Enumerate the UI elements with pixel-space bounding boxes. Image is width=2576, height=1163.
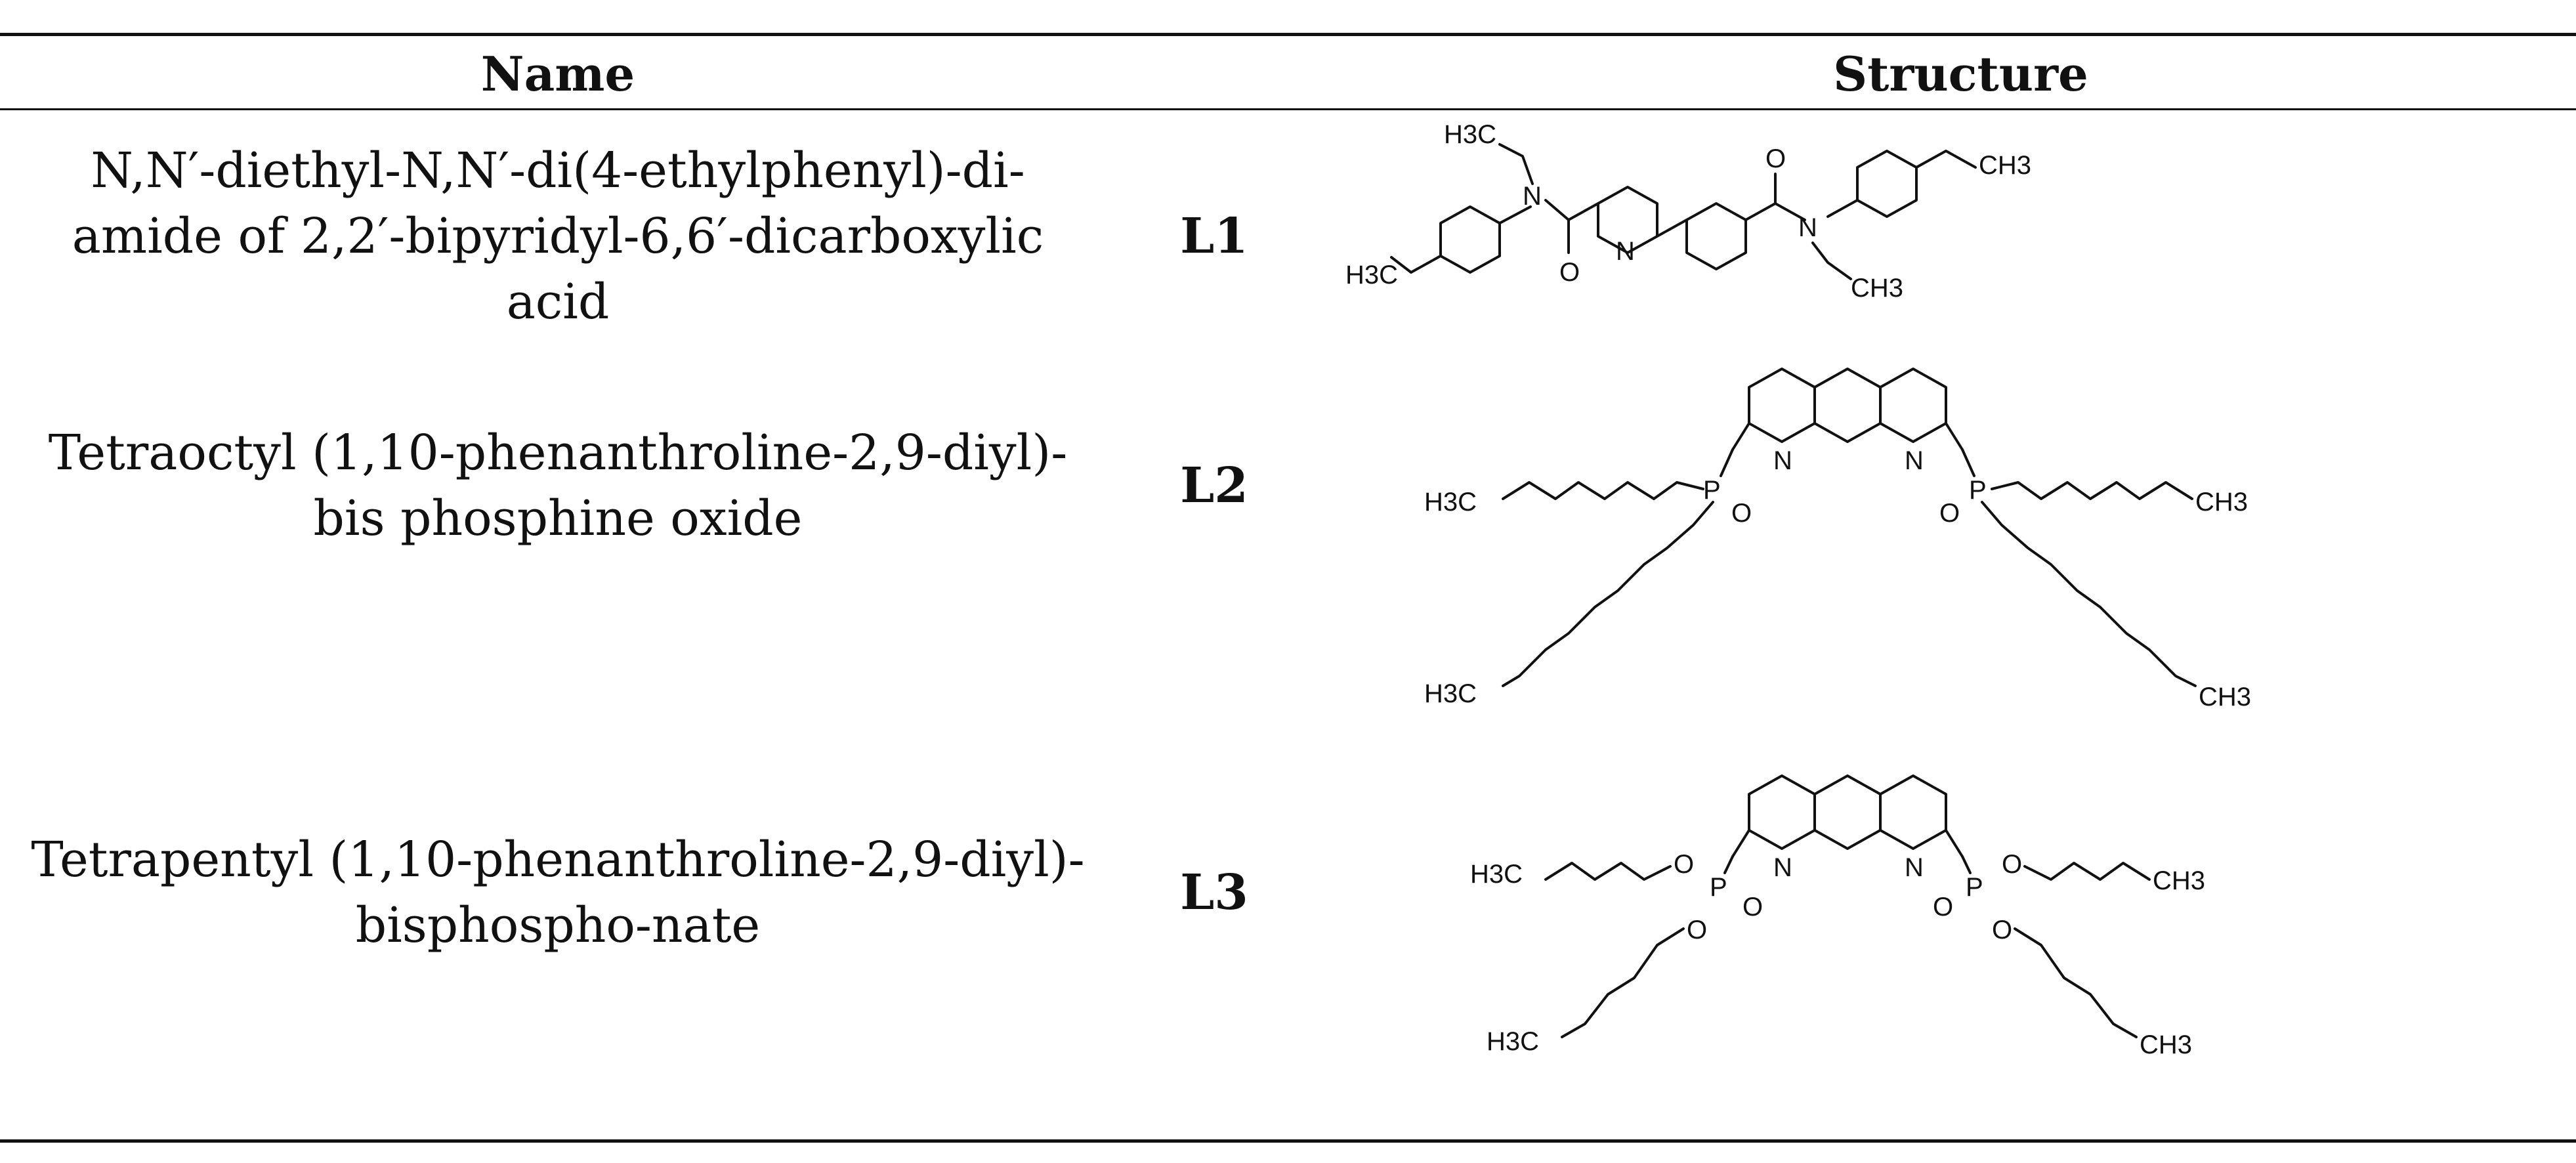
name-line: N,N′-diethyl-N,N′-di(4-ethylphenyl)-di- xyxy=(91,142,1025,199)
atom-label: CH3 xyxy=(2195,488,2248,517)
name-line: Tetrapentyl (1,10-phenanthroline-2,9-diy… xyxy=(31,832,1085,888)
atom-label: O xyxy=(1674,850,1694,879)
table-top-rule xyxy=(0,33,2576,36)
atom-label: H3C xyxy=(1487,1027,1539,1056)
atom-label: CH3 xyxy=(2153,866,2205,895)
atom-label: H3C xyxy=(1470,860,1523,889)
atom-label: P xyxy=(1710,873,1727,902)
atom-label: O xyxy=(1687,916,1707,944)
atom-label: N xyxy=(1905,446,1924,475)
name-line: Tetraoctyl (1,10-phenanthroline-2,9-diyl… xyxy=(48,425,1068,481)
column-header-structure: Structure xyxy=(1833,46,2088,102)
header-rule xyxy=(0,108,2576,110)
atom-label: P xyxy=(1969,476,1987,505)
atom-label: O xyxy=(1992,916,2012,944)
column-header-name: Name xyxy=(480,46,635,102)
atom-label: O xyxy=(1765,144,1786,173)
name-line: acid xyxy=(506,274,610,330)
table-row-l1: N,N′-diethyl-N,N′-di(4-ethylphenyl)-di- … xyxy=(0,112,2576,361)
compound-id-l2: L2 xyxy=(1180,457,1248,514)
atom-label: H3C xyxy=(1424,679,1477,708)
atom-label: N xyxy=(1616,237,1635,266)
structure-diagram-l1: H3C N H3C O N O N CH3 CH3 xyxy=(1345,120,2031,303)
name-line: bisphospho-nate xyxy=(355,897,761,954)
compound-id-l1: L1 xyxy=(1180,208,1248,264)
atom-label: CH3 xyxy=(2199,683,2251,711)
table-bottom-rule xyxy=(0,1139,2576,1143)
atom-label: H3C xyxy=(1444,120,1496,149)
atom-label: CH3 xyxy=(2140,1030,2192,1059)
compound-name-l3: Tetrapentyl (1,10-phenanthroline-2,9-diy… xyxy=(0,768,1116,1017)
atom-label: N xyxy=(1523,182,1542,211)
compound-name-l1: N,N′-diethyl-N,N′-di(4-ethylphenyl)-di- … xyxy=(0,112,1116,361)
structure-l1: H3C N H3C O N O N CH3 CH3 xyxy=(1345,112,2576,361)
name-line: bis phosphine oxide xyxy=(313,490,803,547)
compound-id-l3: L3 xyxy=(1180,864,1248,921)
atom-label: N xyxy=(1798,213,1817,242)
atom-label: P xyxy=(1703,476,1721,505)
atom-label: CH3 xyxy=(1979,151,2031,180)
atom-label: O xyxy=(1731,499,1752,528)
compound-name-l2: Tetraoctyl (1,10-phenanthroline-2,9-diyl… xyxy=(0,361,1116,610)
atom-label: O xyxy=(1742,893,1763,921)
name-line: amide of 2,2′-bipyridyl-6,6′-dicarboxyli… xyxy=(72,208,1044,264)
atom-label: N xyxy=(1773,853,1792,882)
structure-diagram-l3: N N P O O H3C O H3C P O O CH3 O CH3 xyxy=(1470,774,2205,1059)
structure-l2: N N P O H3C H3C P O CH3 CH3 xyxy=(1345,361,2576,768)
atom-label: O xyxy=(1559,258,1580,287)
table-row-l3: Tetrapentyl (1,10-phenanthroline-2,9-diy… xyxy=(0,768,2576,1135)
structure-diagram-l2: N N P O H3C H3C P O CH3 CH3 xyxy=(1424,368,2251,711)
atom-label: H3C xyxy=(1345,261,1398,289)
atom-label: O xyxy=(1939,499,1960,528)
atom-label: P xyxy=(1966,873,1983,902)
structure-l3: N N P O O H3C O H3C P O O CH3 O CH3 xyxy=(1345,768,2576,1135)
atom-label: CH3 xyxy=(1851,274,1903,303)
atom-label: O xyxy=(1933,893,1953,921)
table-row-l2: Tetraoctyl (1,10-phenanthroline-2,9-diyl… xyxy=(0,361,2576,768)
atom-label: H3C xyxy=(1424,488,1477,517)
atom-label: N xyxy=(1773,446,1792,475)
atom-label: O xyxy=(2002,850,2022,879)
atom-label: N xyxy=(1905,853,1924,882)
